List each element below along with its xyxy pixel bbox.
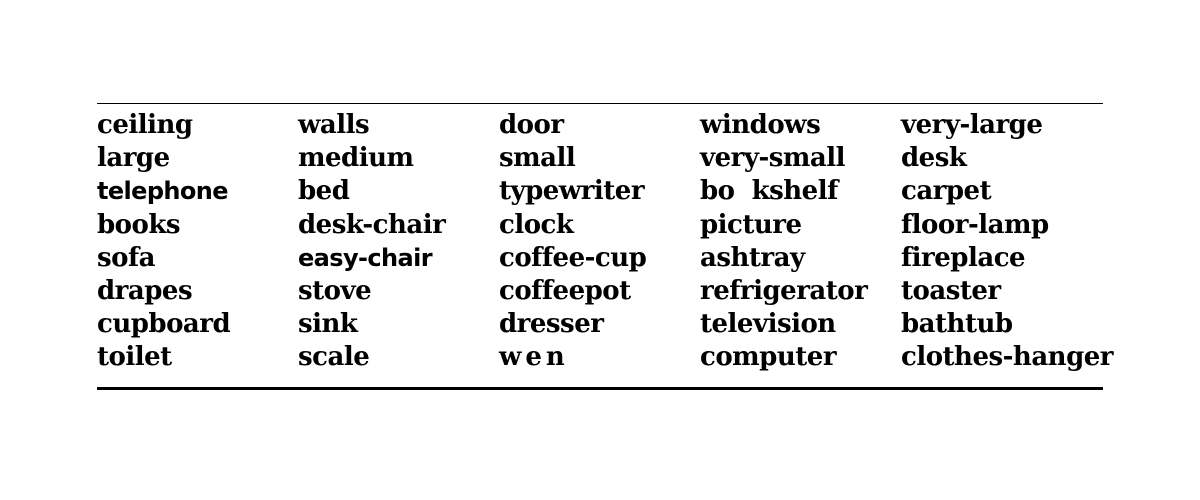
table-row: ceiling walls door windows very-large xyxy=(97,109,1103,142)
word-cell: carpet xyxy=(901,176,992,207)
word-cell: toaster xyxy=(901,276,1001,307)
word-cell: very-small xyxy=(700,143,846,174)
word-cell: ceiling xyxy=(97,110,193,141)
word-cell: dresser xyxy=(499,309,604,340)
word-cell: coffeepot xyxy=(499,276,631,307)
word-cell: small xyxy=(499,143,576,174)
word-cell: computer xyxy=(700,342,837,373)
word-cell: sofa xyxy=(97,242,156,273)
table-row: large medium small very-small desk xyxy=(97,142,1103,175)
table-row: drapes stove coffeepot refrigerator toas… xyxy=(97,275,1103,308)
word-cell: sink xyxy=(298,309,358,340)
word-cell: clock xyxy=(499,209,574,240)
word-cell: wen xyxy=(499,342,569,373)
word-cell: picture xyxy=(700,209,802,240)
table-row: books desk-chair clock picture floor-lam… xyxy=(97,209,1103,242)
word-cell: coffee-cup xyxy=(499,242,647,273)
word-cell: bathtub xyxy=(901,309,1013,340)
word-cell: scale xyxy=(298,342,370,373)
word-cell: clothes-hanger xyxy=(901,342,1114,373)
word-cell: bo kshelf xyxy=(700,176,838,207)
word-cell: walls xyxy=(298,110,370,141)
word-cell: television xyxy=(700,309,836,340)
word-cell: medium xyxy=(298,143,414,174)
word-cell: drapes xyxy=(97,276,193,307)
word-cell: desk-chair xyxy=(298,209,446,240)
word-cell: ashtray xyxy=(700,242,805,273)
word-cell: refrigerator xyxy=(700,276,868,307)
word-table: ceiling walls door windows very-large la… xyxy=(97,103,1114,390)
word-cell: books xyxy=(97,209,181,240)
word-cell: telephone xyxy=(97,177,229,206)
table-row: toilet scale wen computer clothes-hanger xyxy=(97,341,1114,374)
table-row: telephone bed typewriter bo kshelf carpe… xyxy=(97,175,1103,208)
word-cell: toilet xyxy=(97,342,172,373)
word-cell: very-large xyxy=(901,110,1043,141)
word-cell: door xyxy=(499,110,564,141)
word-cell: floor-lamp xyxy=(901,209,1049,240)
word-cell: fireplace xyxy=(901,242,1026,273)
table-row: cupboard sink dresser television bathtub xyxy=(97,308,1103,341)
word-cell: easy-chair xyxy=(298,243,433,272)
word-cell: windows xyxy=(700,110,821,141)
word-cell: large xyxy=(97,143,170,174)
table-row: sofa easy-chair coffee-cup ashtray firep… xyxy=(97,242,1103,275)
word-cell: typewriter xyxy=(499,176,645,207)
word-cell: cupboard xyxy=(97,309,231,340)
word-cell: stove xyxy=(298,276,372,307)
word-cell: desk xyxy=(901,143,967,174)
word-cell: bed xyxy=(298,176,350,207)
